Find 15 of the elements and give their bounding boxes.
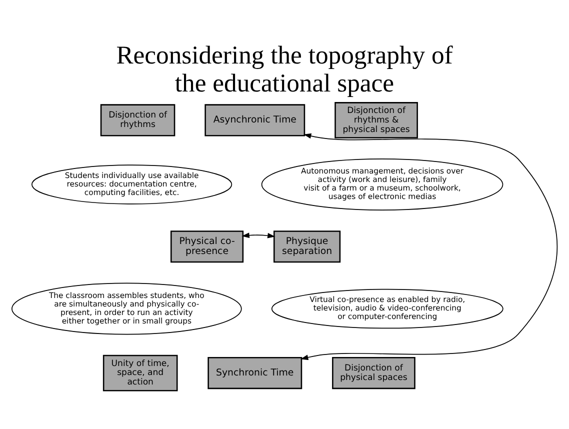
arrow [300, 132, 558, 360]
node-ellipse: Virtual co-presence as enabled by radio, television, audio & video-conferencing or computer-conferencing [271, 288, 504, 328]
node-box: Disjonction of physical spaces [332, 356, 416, 389]
node-box: Disjonction of rhythms & physical spaces [334, 102, 418, 138]
node-ellipse: The classroom assembles students, who are simultaneously and physically co-present, in order to run an activity either together or in small groups [12, 282, 242, 334]
node-ellipse: Students individually use available resources: documentation centre, computing facilities, etc. [31, 164, 232, 204]
node-box: Disjonction of rhythms [100, 104, 176, 136]
node-box: Physical co-presence [170, 230, 244, 262]
node-box: Physique separation [273, 230, 341, 262]
node-box: Asynchronic Time [204, 104, 306, 136]
arrow [242, 232, 276, 238]
node-box: Unity of time, space, and action [102, 354, 178, 391]
node-ellipse: Autonomous management, decisions over activity (work and leisure), family visit of a farm or a museum, schoolwork, usages of electronic medias [261, 158, 504, 210]
node-box: Synchronic Time [208, 356, 302, 389]
diagram-title: Reconsidering the topography of the educational space [116, 40, 453, 98]
